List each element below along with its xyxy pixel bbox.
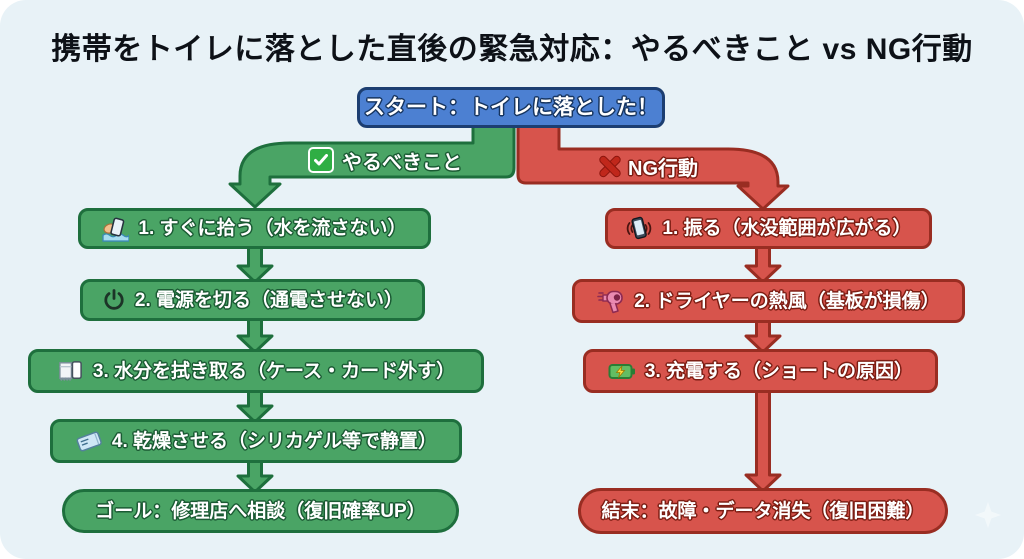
start-label: スタート：トイレに落とした！ xyxy=(364,96,658,119)
ng-end-label: 結末：故障・データ消失（復旧困難） xyxy=(601,500,925,522)
do-step-2-label: 2. 電源を切る（通電させない） xyxy=(134,289,404,311)
do-arrow-3 xyxy=(236,389,274,424)
sparkle-decoration xyxy=(975,502,1001,528)
do-step-2: 2. 電源を切る（通電させない） xyxy=(80,279,425,321)
do-step-3-label: 3. 水分を拭き取る（ケース・カード外す） xyxy=(92,360,456,382)
ng-arrow-2 xyxy=(744,319,782,354)
ng-arrow-3 xyxy=(744,389,782,493)
ng-step-1: 1. 振る（水没範囲が広がる） xyxy=(605,208,932,249)
start-node: スタート：トイレに落とした！ xyxy=(357,87,665,128)
do-arrow-1 xyxy=(236,245,274,284)
ng-branch-text: NG行動 xyxy=(628,157,698,180)
cross-mark-icon xyxy=(598,155,620,177)
do-branch-label: やるべきこと xyxy=(256,143,514,177)
do-step-1: 1. すぐに拾う（水を流さない） xyxy=(78,208,431,249)
vibrating-phone-icon xyxy=(625,215,653,242)
ng-step-2-label: 2. ドライヤーの熱風（基板が損傷） xyxy=(634,290,940,312)
do-goal-node: ゴール：修理店へ相談（復旧確率UP） xyxy=(62,489,459,533)
ng-step-2: 2. ドライヤーの熱風（基板が損傷） xyxy=(572,279,965,323)
silica-gel-icon xyxy=(75,428,103,454)
do-arrow-4 xyxy=(236,459,274,494)
ng-step-1-label: 1. 振る（水没範囲が広がる） xyxy=(662,218,912,239)
power-icon xyxy=(102,288,126,312)
do-arrow-2 xyxy=(236,317,274,354)
ng-end-node: 結末：故障・データ消失（復旧困難） xyxy=(578,488,948,534)
pickup-phone-icon xyxy=(102,216,130,242)
hair-dryer-icon xyxy=(597,287,625,315)
ng-step-3-label: 3. 充電する（ショートの原因） xyxy=(644,360,914,382)
charging-battery-icon xyxy=(608,359,636,383)
do-step-4: 4. 乾燥させる（シリカゲル等で静置） xyxy=(50,419,462,463)
do-branch-text: やるべきこと xyxy=(342,151,462,174)
do-step-4-label: 4. 乾燥させる（シリカゲル等で静置） xyxy=(111,430,438,452)
ng-branch-label: NG行動 xyxy=(518,149,778,183)
do-goal-label: ゴール：修理店へ相談（復旧確率UP） xyxy=(95,500,426,522)
ng-arrow-1 xyxy=(744,245,782,284)
do-step-3: 3. 水分を拭き取る（ケース・カード外す） xyxy=(28,349,484,393)
do-branch-pipe xyxy=(228,124,516,209)
wipe-towel-icon xyxy=(57,358,84,385)
ng-step-3: 3. 充電する（ショートの原因） xyxy=(583,349,938,393)
page-title: 携帯をトイレに落とした直後の緊急対応：やるべきこと vs NG行動 xyxy=(51,33,973,66)
do-step-1-label: 1. すぐに拾う（水を流さない） xyxy=(138,218,407,239)
check-badge-icon xyxy=(308,147,334,173)
